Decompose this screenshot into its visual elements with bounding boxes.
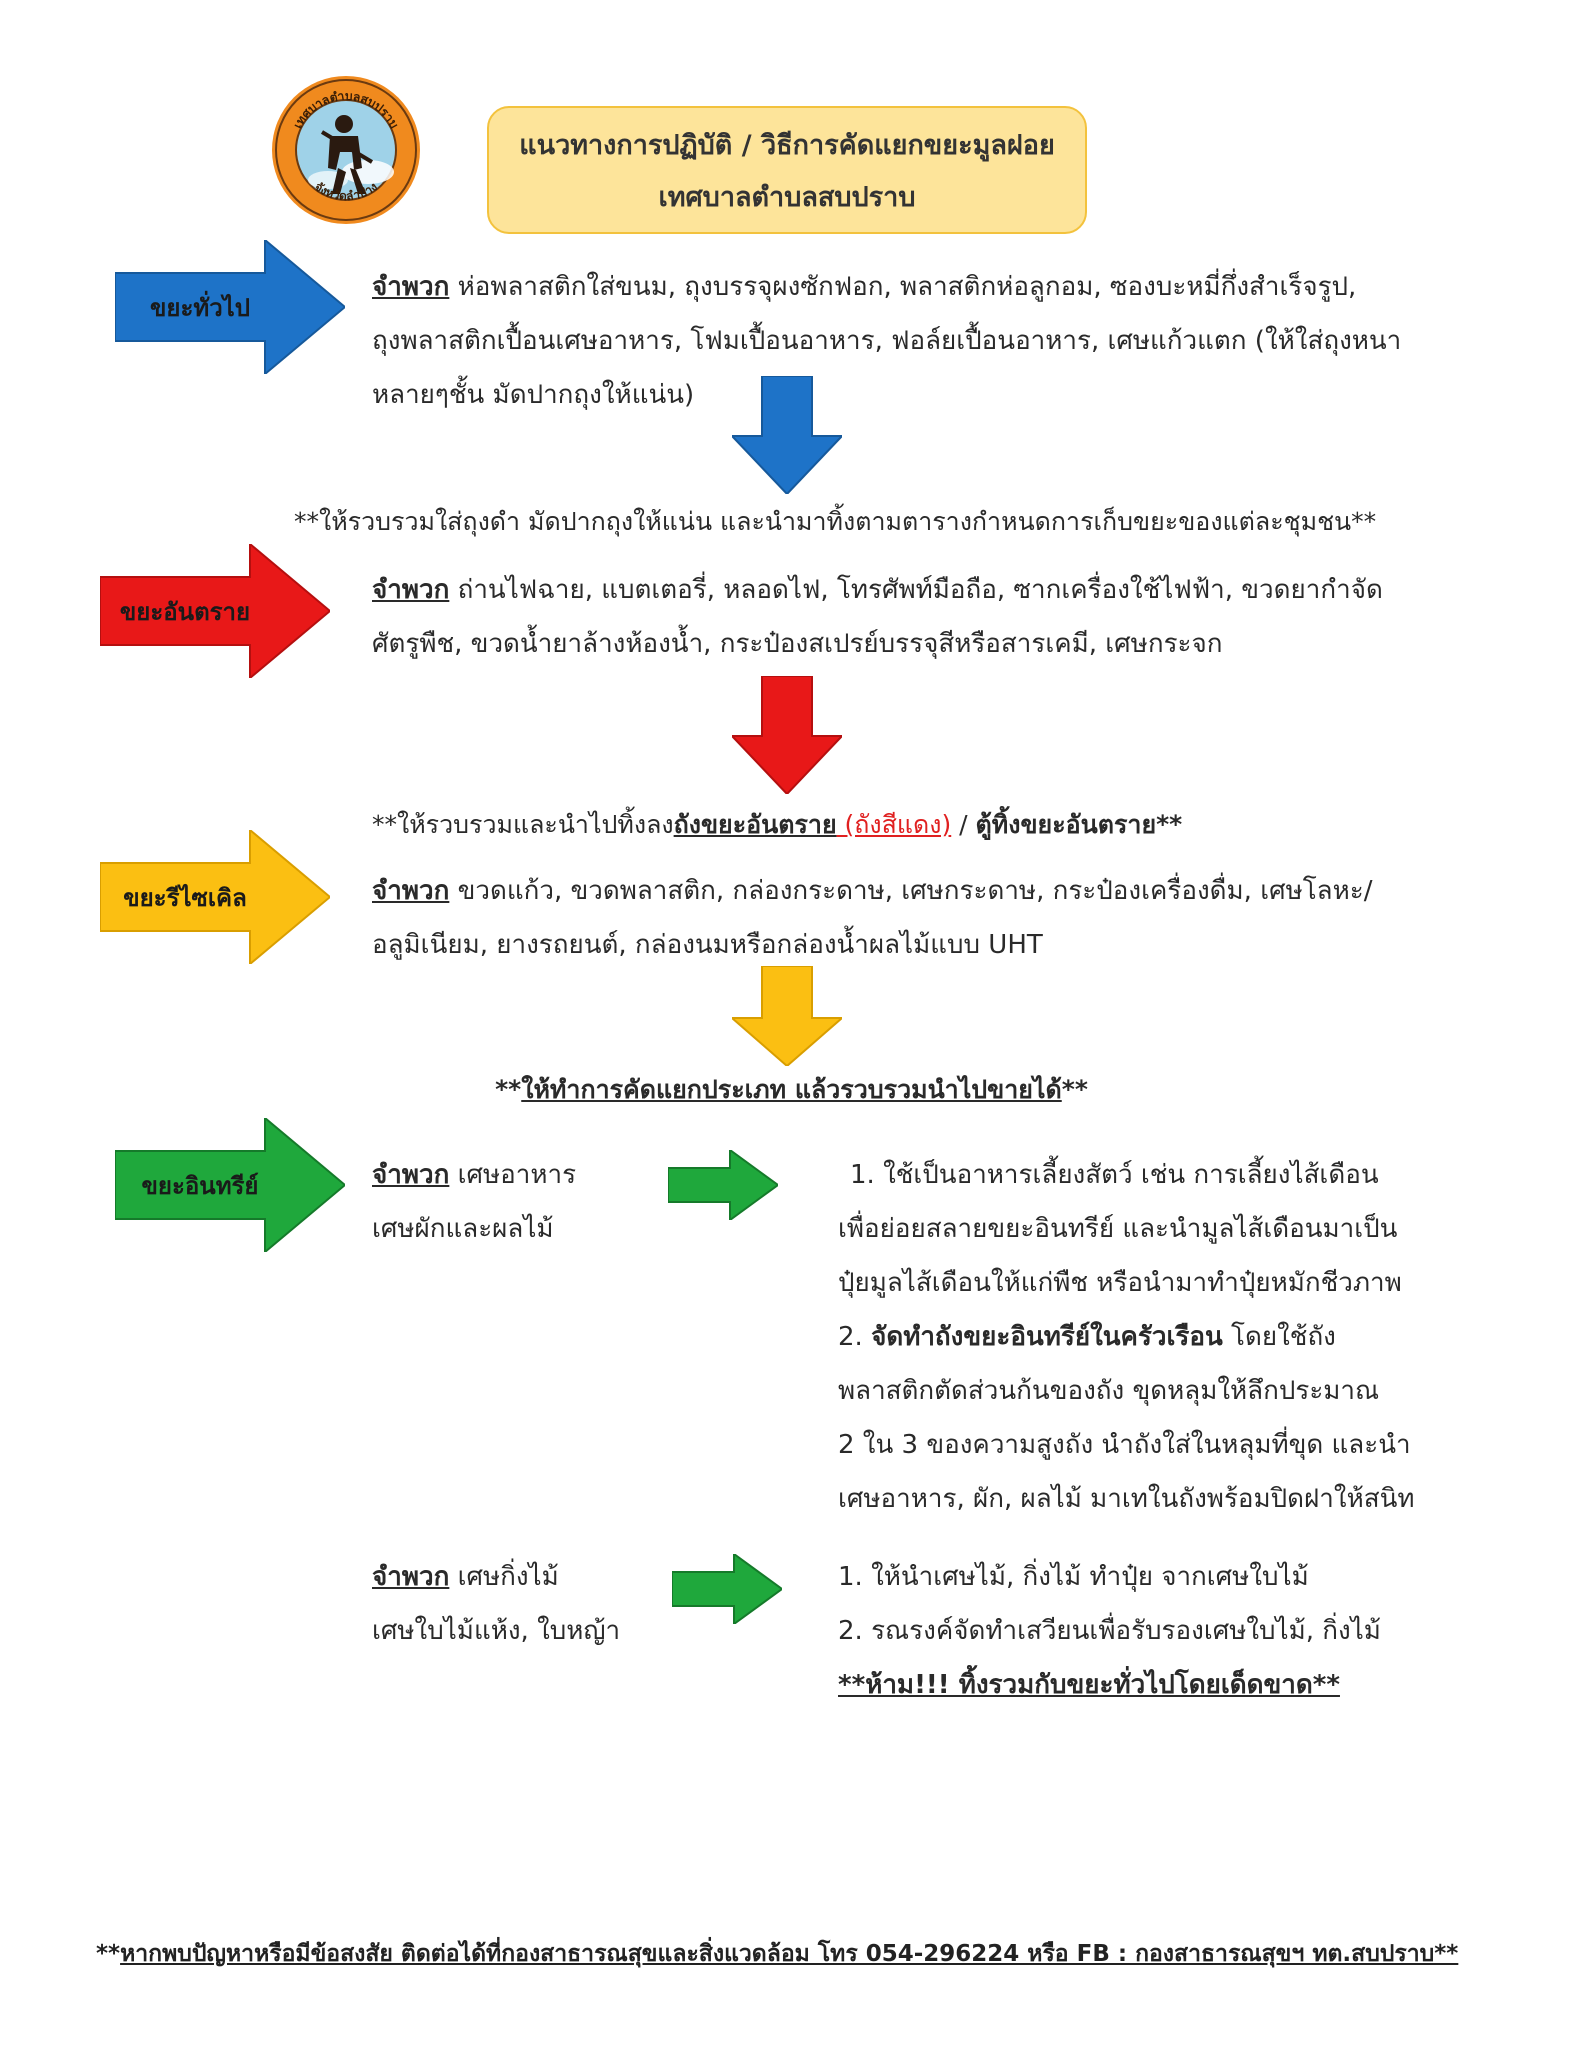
logo-text-bottom: จังหวัดลำปาง (312, 179, 380, 203)
hazardous-waste-note: **ให้รวบรวมและนำไปทิ้งลงถังขยะอันตราย (ถ… (372, 805, 1472, 845)
general-waste-arrow: ขยะทั่วไป (114, 237, 347, 377)
kind-label: จำพวก (372, 1562, 450, 1592)
recycle-note-a: ** (495, 1075, 522, 1104)
general-waste-label: ขยะทั่วไป (150, 293, 250, 322)
contact-footer: **หากพบปัญหาหรือมีข้อสงสัย ติดต่อได้ที่ก… (96, 1936, 1496, 1972)
recycle-note-b: ให้ทำการคัดแยกประเภท แล้วรวบรวมนำไปขายได… (521, 1075, 1062, 1104)
recycle-waste-label: ขยะรีไซเคิล (123, 883, 247, 912)
hazardous-waste-arrow: ขยะอันตราย (99, 541, 332, 681)
organic-group-2-items: จำพวก เศษกิ่งไม้ เศษใบไม้แห้ง, ใบหญ้า (372, 1550, 662, 1658)
footer-prefix: ** (96, 1941, 121, 1967)
organic-g2-line-2: เศษใบไม้แห้ง, ใบหญ้า (372, 1616, 621, 1646)
organic-g2-right-arrow (671, 1552, 784, 1626)
organic-g2-description: 1. ให้นำเศษไม้, กิ่งไม้ ทำปุ๋ย จากเศษใบไ… (838, 1550, 1458, 1712)
organic-g2-line-1: เศษกิ่งไม้ (457, 1562, 559, 1592)
recycle-waste-items: จำพวก ขวดแก้ว, ขวดพลาสติก, กล่องกระดาษ, … (372, 864, 1402, 972)
organic-g1-desc-3: ปุ๋ยมูลไส้เดือนให้แก่พืช หรือนำมาทำปุ๋ยห… (838, 1268, 1402, 1298)
organic-g1-desc-5: พลาสติกตัดส่วนก้นของถัง ขุดหลุมให้ลึกประ… (838, 1376, 1380, 1406)
organic-warning: **ห้าม!!! ทิ้งรวมกับขยะทั่วไปโดยเด็ดขาด*… (838, 1670, 1340, 1700)
recycle-line-2: อลูมิเนียม, ยางรถยนต์, กล่องนมหรือกล่องน… (372, 930, 1043, 960)
title-line-1: แนวทางการปฏิบัติ / วิธีการคัดแยกขยะมูลฝอ… (519, 130, 1055, 161)
recycle-line-1: ขวดแก้ว, ขวดพลาสติก, กล่องกระดาษ, เศษกระ… (457, 876, 1373, 906)
hazardous-note-sep: / (951, 810, 976, 839)
organic-g1-desc-4a: 2. (838, 1322, 872, 1352)
kind-label: จำพวก (372, 1160, 450, 1190)
general-waste-items: จำพวก ห่อพลาสติกใส่ขนม, ถุงบรรจุผงซักฟอก… (372, 260, 1402, 422)
organic-g2-desc-2: 2. รณรงค์จัดทำเสวียนเพื่อรับรองเศษใบไม้,… (838, 1616, 1381, 1646)
organic-g1-line-1: เศษอาหาร (457, 1160, 577, 1190)
household-organic-bin-label: จัดทำถังขยะอินทรีย์ในครัวเรือน (871, 1322, 1223, 1352)
general-line-2: ถุงพลาสติกเปื้อนเศษอาหาร, โฟมเปื้อนอาหาร… (372, 326, 1402, 356)
recycle-waste-note: **ให้ทำการคัดแยกประเภท แล้วรวบรวมนำไปขาย… (0, 1070, 1583, 1110)
general-line-3: หลายๆชั้น มัดปากถุงให้แน่น) (372, 380, 695, 410)
general-waste-note: **ให้รวบรวมใส่ถุงดำ มัดปากถุงให้แน่น และ… (294, 507, 1377, 536)
organic-g1-description: 1. ใช้เป็นอาหารเลี้ยงสัตว์ เช่น การเลี้ย… (838, 1148, 1458, 1526)
municipality-logo: เทศบาลตำบลสบปราบ จังหวัดลำปาง (268, 72, 424, 228)
hazardous-waste-label: ขยะอันตราย (119, 597, 251, 626)
organic-g1-desc-2: เพื่อย่อยสลายขยะอินทรีย์ และนำมูลไส้เดือ… (838, 1214, 1398, 1244)
organic-g1-desc-1: 1. ใช้เป็นอาหารเลี้ยงสัตว์ เช่น การเลี้ย… (850, 1160, 1379, 1190)
organic-g1-desc-7: เศษอาหาร, ผัก, ผลไม้ มาเทในถังพร้อมปิดฝา… (838, 1484, 1415, 1514)
hazardous-note-a: **ให้รวบรวมและนำไปทิ้งลง (372, 810, 674, 839)
hazardous-down-arrow (729, 675, 845, 796)
organic-waste-label: ขยะอินทรีย์ (141, 1171, 259, 1200)
organic-g1-desc-4c: โดยใช้ถัง (1222, 1322, 1336, 1352)
hazardous-cabinet-label: ตู้ทิ้งขยะอันตราย** (975, 810, 1183, 839)
organic-g1-line-2: เศษผักและผลไม้ (372, 1214, 554, 1244)
svg-text:จังหวัดลำปาง: จังหวัดลำปาง (312, 179, 380, 203)
kind-label: จำพวก (372, 876, 450, 906)
red-bin-label: (ถังสีแดง) (836, 810, 952, 839)
hazardous-waste-items: จำพวก ถ่านไฟฉาย, แบตเตอรี่, หลอดไฟ, โทรศ… (372, 563, 1402, 671)
general-down-arrow (729, 375, 845, 496)
title-box: แนวทางการปฏิบัติ / วิธีการคัดแยกขยะมูลฝอ… (487, 106, 1087, 234)
hazardous-bin-label: ถังขยะอันตราย (673, 810, 837, 839)
organic-g2-desc-1: 1. ให้นำเศษไม้, กิ่งไม้ ทำปุ๋ย จากเศษใบไ… (838, 1562, 1309, 1592)
recycle-waste-arrow: ขยะรีไซเคิล (99, 827, 332, 967)
kind-label: จำพวก (372, 575, 450, 605)
organic-g1-desc-6: 2 ใน 3 ของความสูงถัง นำถังใส่ในหลุมที่ขุ… (838, 1430, 1411, 1460)
title-line-2: เทศบาลตำบลสบปราบ (658, 182, 916, 213)
organic-group-1-items: จำพวก เศษอาหาร เศษผักและผลไม้ (372, 1148, 662, 1256)
kind-label: จำพวก (372, 272, 450, 302)
footer-contact-text: หากพบปัญหาหรือมีข้อสงสัย ติดต่อได้ที่กอง… (120, 1941, 1459, 1967)
organic-waste-arrow: ขยะอินทรีย์ (114, 1115, 347, 1255)
organic-g1-right-arrow (667, 1148, 780, 1222)
hazardous-line-1: ถ่านไฟฉาย, แบตเตอรี่, หลอดไฟ, โทรศัพท์มื… (457, 575, 1383, 605)
recycle-down-arrow (729, 965, 845, 1068)
recycle-note-c: ** (1061, 1075, 1088, 1104)
hazardous-line-2: ศัตรูพืช, ขวดน้ำยาล้างห้องน้ำ, กระป๋องสเ… (372, 629, 1223, 659)
general-line-1: ห่อพลาสติกใส่ขนม, ถุงบรรจุผงซักฟอก, พลาส… (457, 272, 1357, 302)
